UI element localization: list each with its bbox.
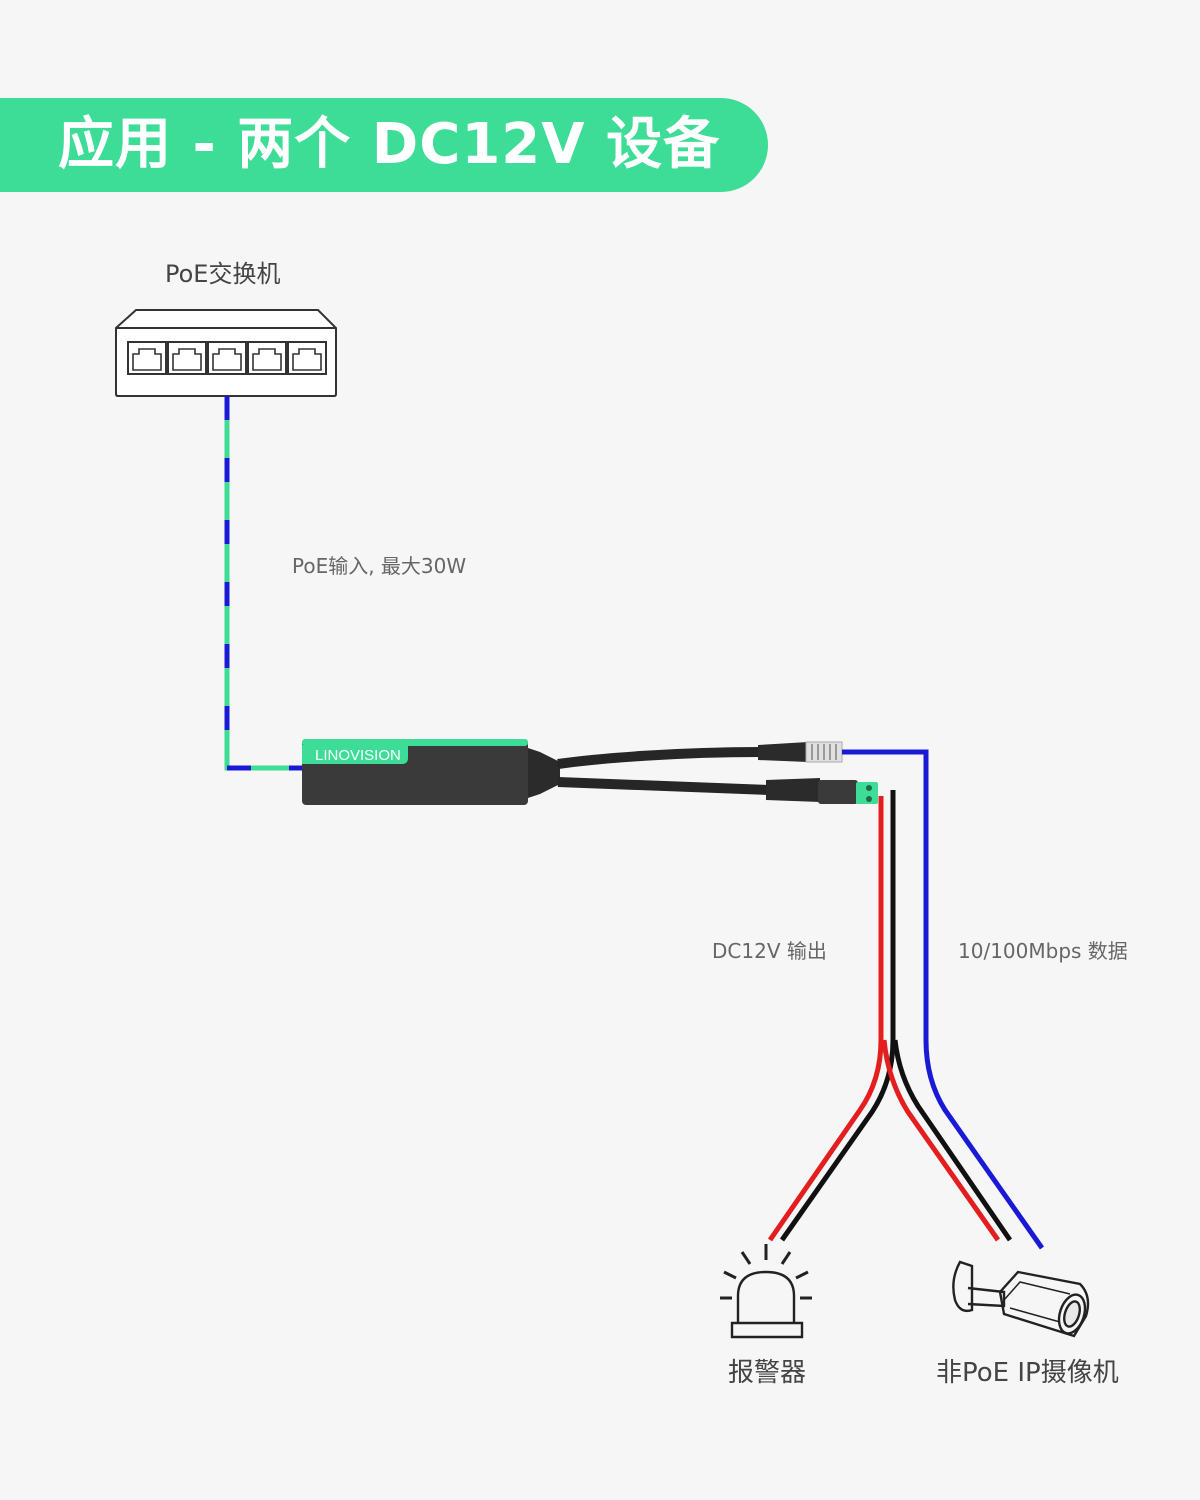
brand-logo: LINOVISION [315,747,401,764]
poe-input-label: PoE输入, 最大30W [292,554,467,578]
data-label: 10/100Mbps 数据 [958,939,1128,963]
switch-label: PoE交换机 [165,260,281,288]
poe-splitter-icon: LINOVISION [302,739,878,805]
switch-icon [115,309,337,397]
title-banner: 应用 - 两个 DC12V 设备 [0,98,768,192]
page-title: 应用 - 两个 DC12V 设备 [58,112,721,177]
alarm-light-icon [720,1244,812,1339]
dc-output-cable [767,790,1013,1242]
poe-input-cable [224,396,302,771]
bullet-camera-icon [952,1260,1090,1338]
alarm-label: 报警器 [728,1358,807,1388]
dc-output-label: DC12V 输出 [712,939,827,963]
data-cable [842,749,1045,1250]
camera-label: 非PoE IP摄像机 [936,1358,1119,1388]
